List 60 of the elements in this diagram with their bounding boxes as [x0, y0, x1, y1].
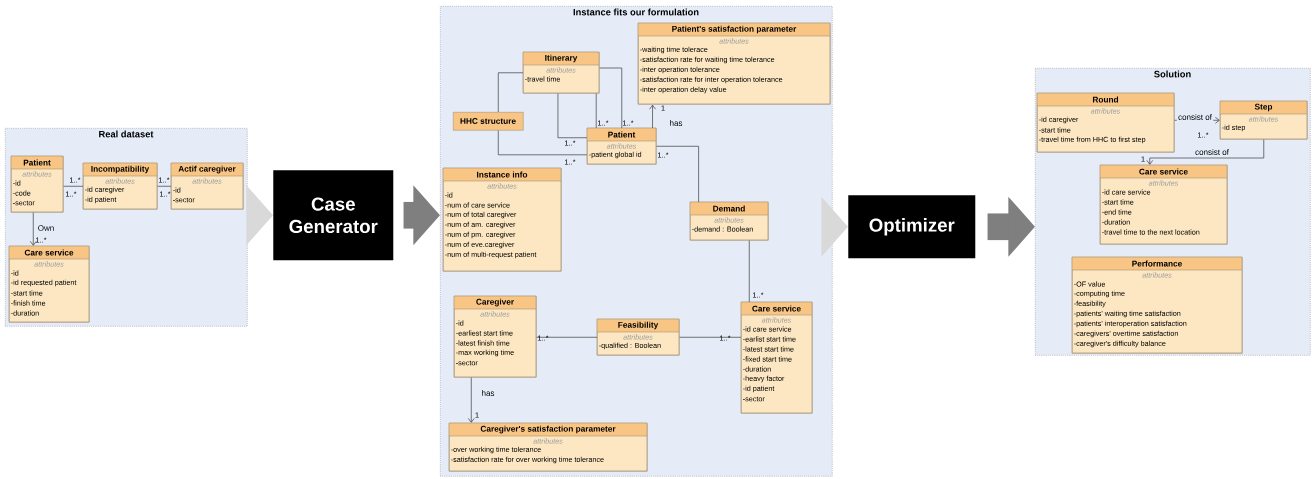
association-arrow: [1146, 139, 1265, 165]
association-line: [157, 185, 172, 187]
class-name: Care service: [1139, 168, 1188, 175]
class-name: Itinerary: [545, 54, 578, 63]
frame-title: Instance fits our formulation: [573, 8, 699, 16]
association-line: [63, 185, 84, 187]
class-name: Care service: [24, 249, 74, 256]
association-line: [497, 72, 524, 113]
class-name: Patient: [23, 159, 51, 166]
edge-label: consist of: [1176, 112, 1214, 122]
class-name: Caregiver's satisfaction parameter: [480, 425, 616, 434]
association-arrow: [649, 104, 656, 129]
class-name: Round: [1092, 96, 1119, 103]
association-line: [497, 130, 588, 156]
class-box: [740, 301, 813, 414]
edge-label: has: [480, 388, 496, 398]
class-box: [10, 155, 64, 213]
class-name: Care service: [752, 305, 801, 312]
edge-label: has: [668, 118, 684, 128]
class-name: Caregiver: [476, 298, 514, 307]
class-box: [8, 245, 90, 323]
class-box: [453, 295, 537, 378]
association-line: [536, 336, 598, 338]
class-name: Incompatibility: [91, 165, 150, 174]
process-box: Optimizer: [848, 195, 976, 259]
association-line: [599, 67, 623, 129]
class-box: [1099, 164, 1228, 245]
class-box: HHC structure: [453, 112, 524, 131]
class-box: [1036, 92, 1175, 153]
frame-title: Real dataset: [99, 130, 154, 138]
class-box: [448, 422, 648, 472]
association-line: [595, 93, 597, 129]
class-name: Patient: [608, 131, 636, 138]
association-line: [679, 336, 742, 338]
class-box: [522, 51, 600, 94]
class-name: Actif caregiver: [178, 165, 236, 174]
class-box: [442, 167, 562, 272]
process-box: Case Generator: [273, 170, 394, 261]
class-name: Performance: [1132, 260, 1182, 267]
class-box: [637, 22, 831, 105]
frame-title: Solution: [1154, 70, 1191, 78]
class-box: [1219, 100, 1308, 140]
association-line: [557, 93, 588, 139]
class-box: [586, 127, 657, 165]
class-name: Step: [1254, 103, 1273, 112]
class-box: [170, 162, 244, 210]
class-box: [82, 162, 158, 210]
class-box: [596, 318, 680, 356]
association-line: [748, 240, 750, 303]
class-name: Instance info: [477, 171, 528, 178]
class-name: Patient's satisfaction parameter: [672, 25, 797, 34]
association-arrow: [29, 212, 37, 246]
edge-label: consist of: [1193, 147, 1231, 157]
edge-label: Own: [36, 223, 56, 233]
class-name: Demand: [713, 205, 745, 212]
association-line: [656, 145, 699, 203]
association-arrow: [467, 377, 475, 423]
class-name: Feasibility: [618, 321, 659, 330]
class-box: [1071, 256, 1243, 354]
class-box: [689, 201, 769, 241]
